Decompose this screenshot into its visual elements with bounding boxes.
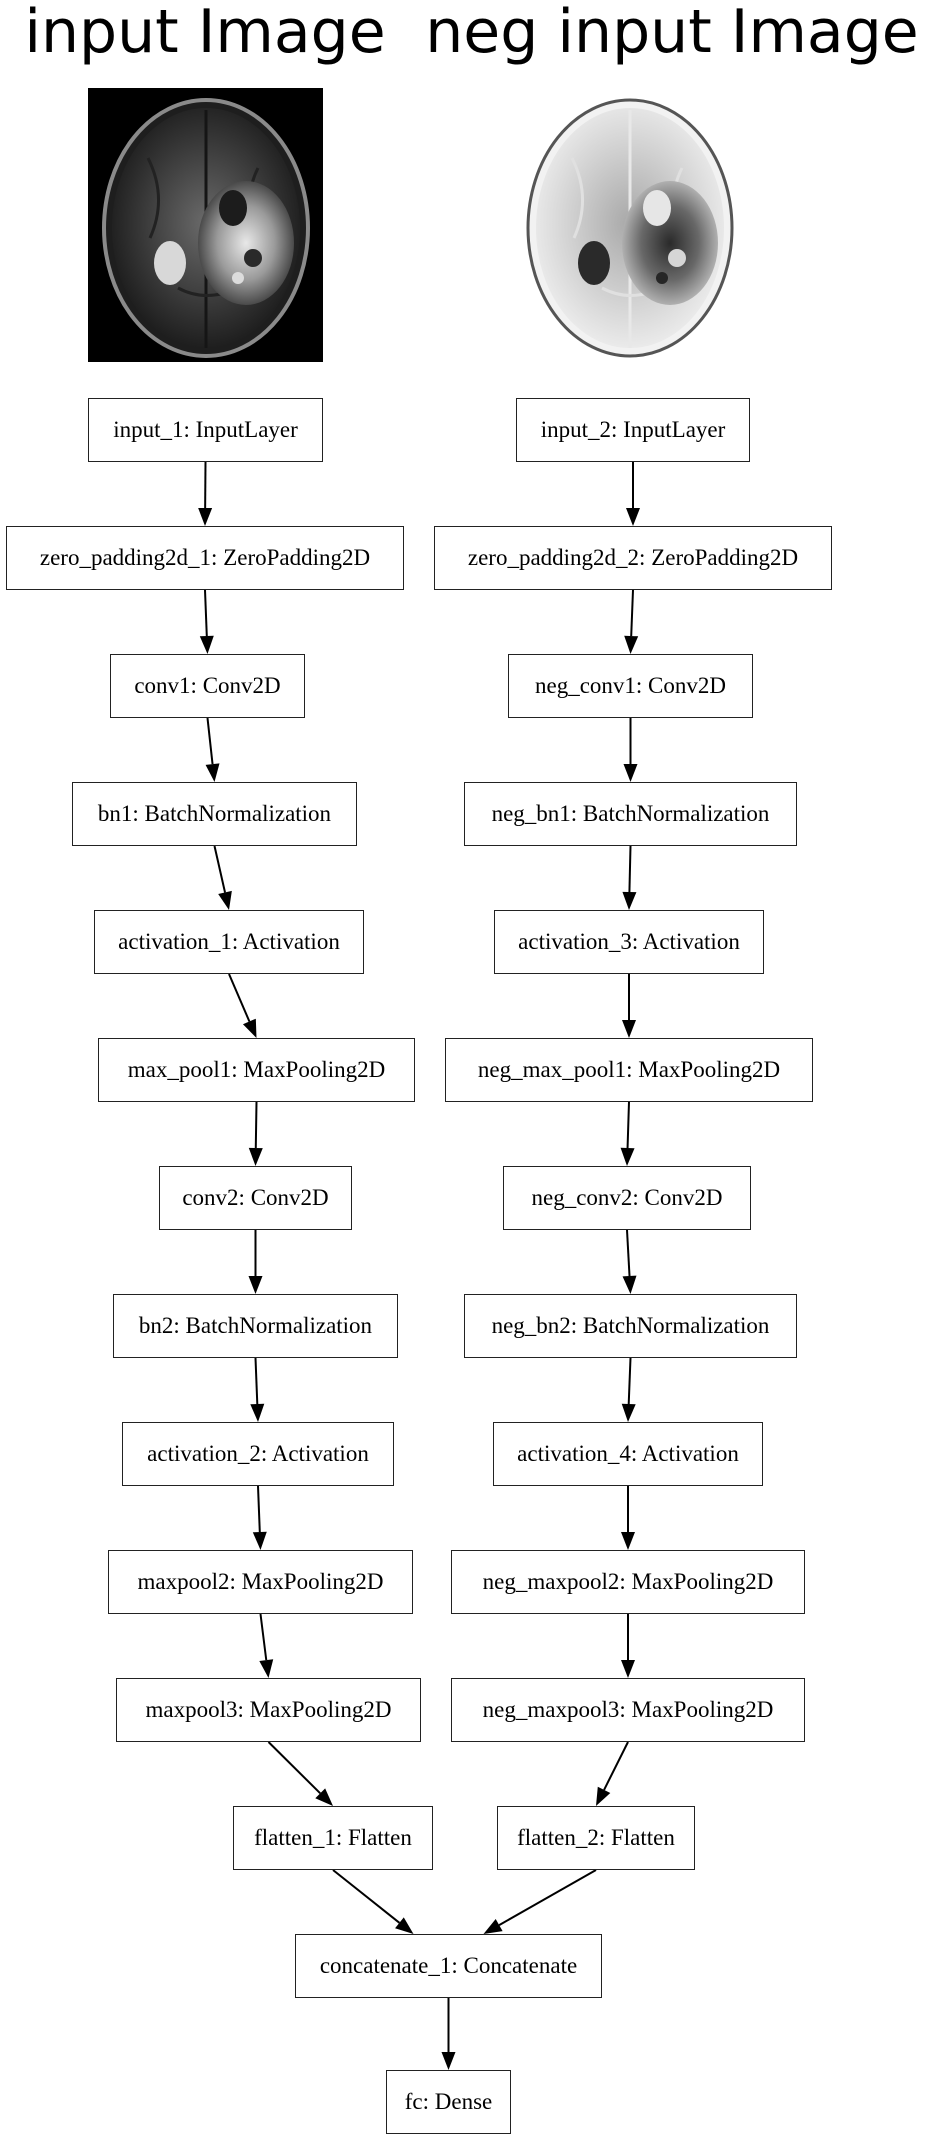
edge-neg_maxpool3-to-flatten_2	[603, 1741, 629, 1791]
edge-activation_2-to-maxpool2	[257, 1485, 261, 1533]
node-conv1: conv1: Conv2D	[110, 654, 305, 718]
arrowhead-neg_max_pool1-to-neg_conv2	[620, 1147, 635, 1166]
node-neg-bn1: neg_bn1: BatchNormalization	[464, 782, 797, 846]
arrowhead-maxpool3-to-flatten_1	[315, 1788, 333, 1806]
input-image	[88, 88, 323, 362]
node-bn1: bn1: BatchNormalization	[72, 782, 357, 846]
arrowhead-conv1-to-bn1	[205, 763, 220, 782]
node-input-2: input_2: InputLayer	[516, 398, 750, 462]
arrowhead-neg_maxpool3-to-flatten_2	[596, 1786, 611, 1806]
arrowhead-neg_conv2-to-neg_bn2	[622, 1275, 637, 1294]
edge-neg_max_pool1-to-neg_conv2	[626, 1101, 630, 1149]
node-activation-4: activation_4: Activation	[493, 1422, 763, 1486]
node-zero-padding2d-2: zero_padding2d_2: ZeroPadding2D	[434, 526, 832, 590]
edge-zero_padding2d_2-to-neg_conv1	[630, 589, 634, 637]
edge-flatten_2-to-concatenate_1	[498, 1869, 597, 1926]
node-flatten-2: flatten_2: Flatten	[497, 1806, 695, 1870]
arrowhead-bn1-to-activation_1	[218, 890, 232, 910]
neg-input-image	[512, 88, 747, 362]
arrowhead-maxpool2-to-maxpool3	[259, 1659, 274, 1678]
arrowhead-neg_bn2-to-activation_4	[621, 1403, 636, 1422]
edge-zero_padding2d_1-to-conv1	[204, 589, 208, 637]
arrowhead-activation_3-to-neg_max_pool1	[622, 1020, 636, 1038]
node-concatenate-1: concatenate_1: Concatenate	[295, 1934, 602, 1998]
node-flatten-1: flatten_1: Flatten	[233, 1806, 433, 1870]
node-neg-bn2: neg_bn2: BatchNormalization	[464, 1294, 797, 1358]
edge-bn1-to-activation_1	[213, 845, 226, 893]
arrowhead-zero_padding2d_1-to-conv1	[199, 635, 214, 654]
arrowhead-conv2-to-bn2	[248, 1276, 263, 1294]
node-activation-3: activation_3: Activation	[494, 910, 764, 974]
arrowhead-zero_padding2d_2-to-neg_conv1	[624, 635, 639, 654]
node-max-pool1: max_pool1: MaxPooling2D	[98, 1038, 415, 1102]
edge-neg_bn1-to-activation_3	[628, 845, 632, 893]
node-activation-2: activation_2: Activation	[122, 1422, 394, 1486]
node-fc: fc: Dense	[386, 2070, 511, 2134]
node-neg-max-pool1: neg_max_pool1: MaxPooling2D	[445, 1038, 813, 1102]
arrowhead-activation_1-to-max_pool1	[242, 1018, 257, 1038]
edge-max_pool1-to-conv2	[254, 1101, 258, 1149]
edge-maxpool3-to-flatten_1	[267, 1741, 321, 1795]
node-neg-conv2: neg_conv2: Conv2D	[503, 1166, 751, 1230]
edge-flatten_1-to-concatenate_1	[332, 1869, 401, 1924]
node-neg-conv1: neg_conv1: Conv2D	[508, 654, 753, 718]
node-maxpool3: maxpool3: MaxPooling2D	[116, 1678, 421, 1742]
arrowhead-bn2-to-activation_2	[250, 1403, 265, 1422]
edge-maxpool2-to-maxpool3	[259, 1613, 268, 1661]
edge-conv1-to-bn1	[206, 717, 214, 765]
arrowhead-activation_4-to-neg_maxpool2	[621, 1532, 635, 1550]
edge-neg_bn2-to-activation_4	[627, 1357, 632, 1405]
edge-activation_1-to-max_pool1	[228, 973, 251, 1022]
arrowhead-concatenate_1-to-fc	[441, 2052, 456, 2070]
right-title: neg input Image	[425, 0, 919, 67]
arrowhead-input_2-to-zero_padding2d_2	[626, 508, 640, 526]
edge-neg_conv2-to-neg_bn2	[626, 1229, 631, 1277]
node-maxpool2: maxpool2: MaxPooling2D	[108, 1550, 413, 1614]
node-activation-1: activation_1: Activation	[94, 910, 364, 974]
arrowhead-neg_bn1-to-activation_3	[622, 891, 637, 910]
left-title: input Image	[24, 0, 386, 67]
node-neg-maxpool2: neg_maxpool2: MaxPooling2D	[451, 1550, 805, 1614]
arrowhead-neg_maxpool2-to-neg_maxpool3	[621, 1660, 635, 1678]
arrowhead-flatten_2-to-concatenate_1	[483, 1919, 503, 1934]
node-conv2: conv2: Conv2D	[159, 1166, 352, 1230]
edge-bn2-to-activation_2	[254, 1357, 259, 1405]
node-zero-padding2d-1: zero_padding2d_1: ZeroPadding2D	[6, 526, 404, 590]
arrowhead-flatten_1-to-concatenate_1	[395, 1917, 414, 1934]
arrowhead-neg_conv1-to-neg_bn1	[623, 764, 638, 782]
node-input-1: input_1: InputLayer	[88, 398, 323, 462]
node-bn2: bn2: BatchNormalization	[113, 1294, 398, 1358]
arrowhead-max_pool1-to-conv2	[248, 1147, 263, 1166]
arrowhead-input_1-to-zero_padding2d_1	[198, 507, 213, 526]
arrowhead-activation_2-to-maxpool2	[252, 1531, 267, 1550]
node-neg-maxpool3: neg_maxpool3: MaxPooling2D	[451, 1678, 805, 1742]
